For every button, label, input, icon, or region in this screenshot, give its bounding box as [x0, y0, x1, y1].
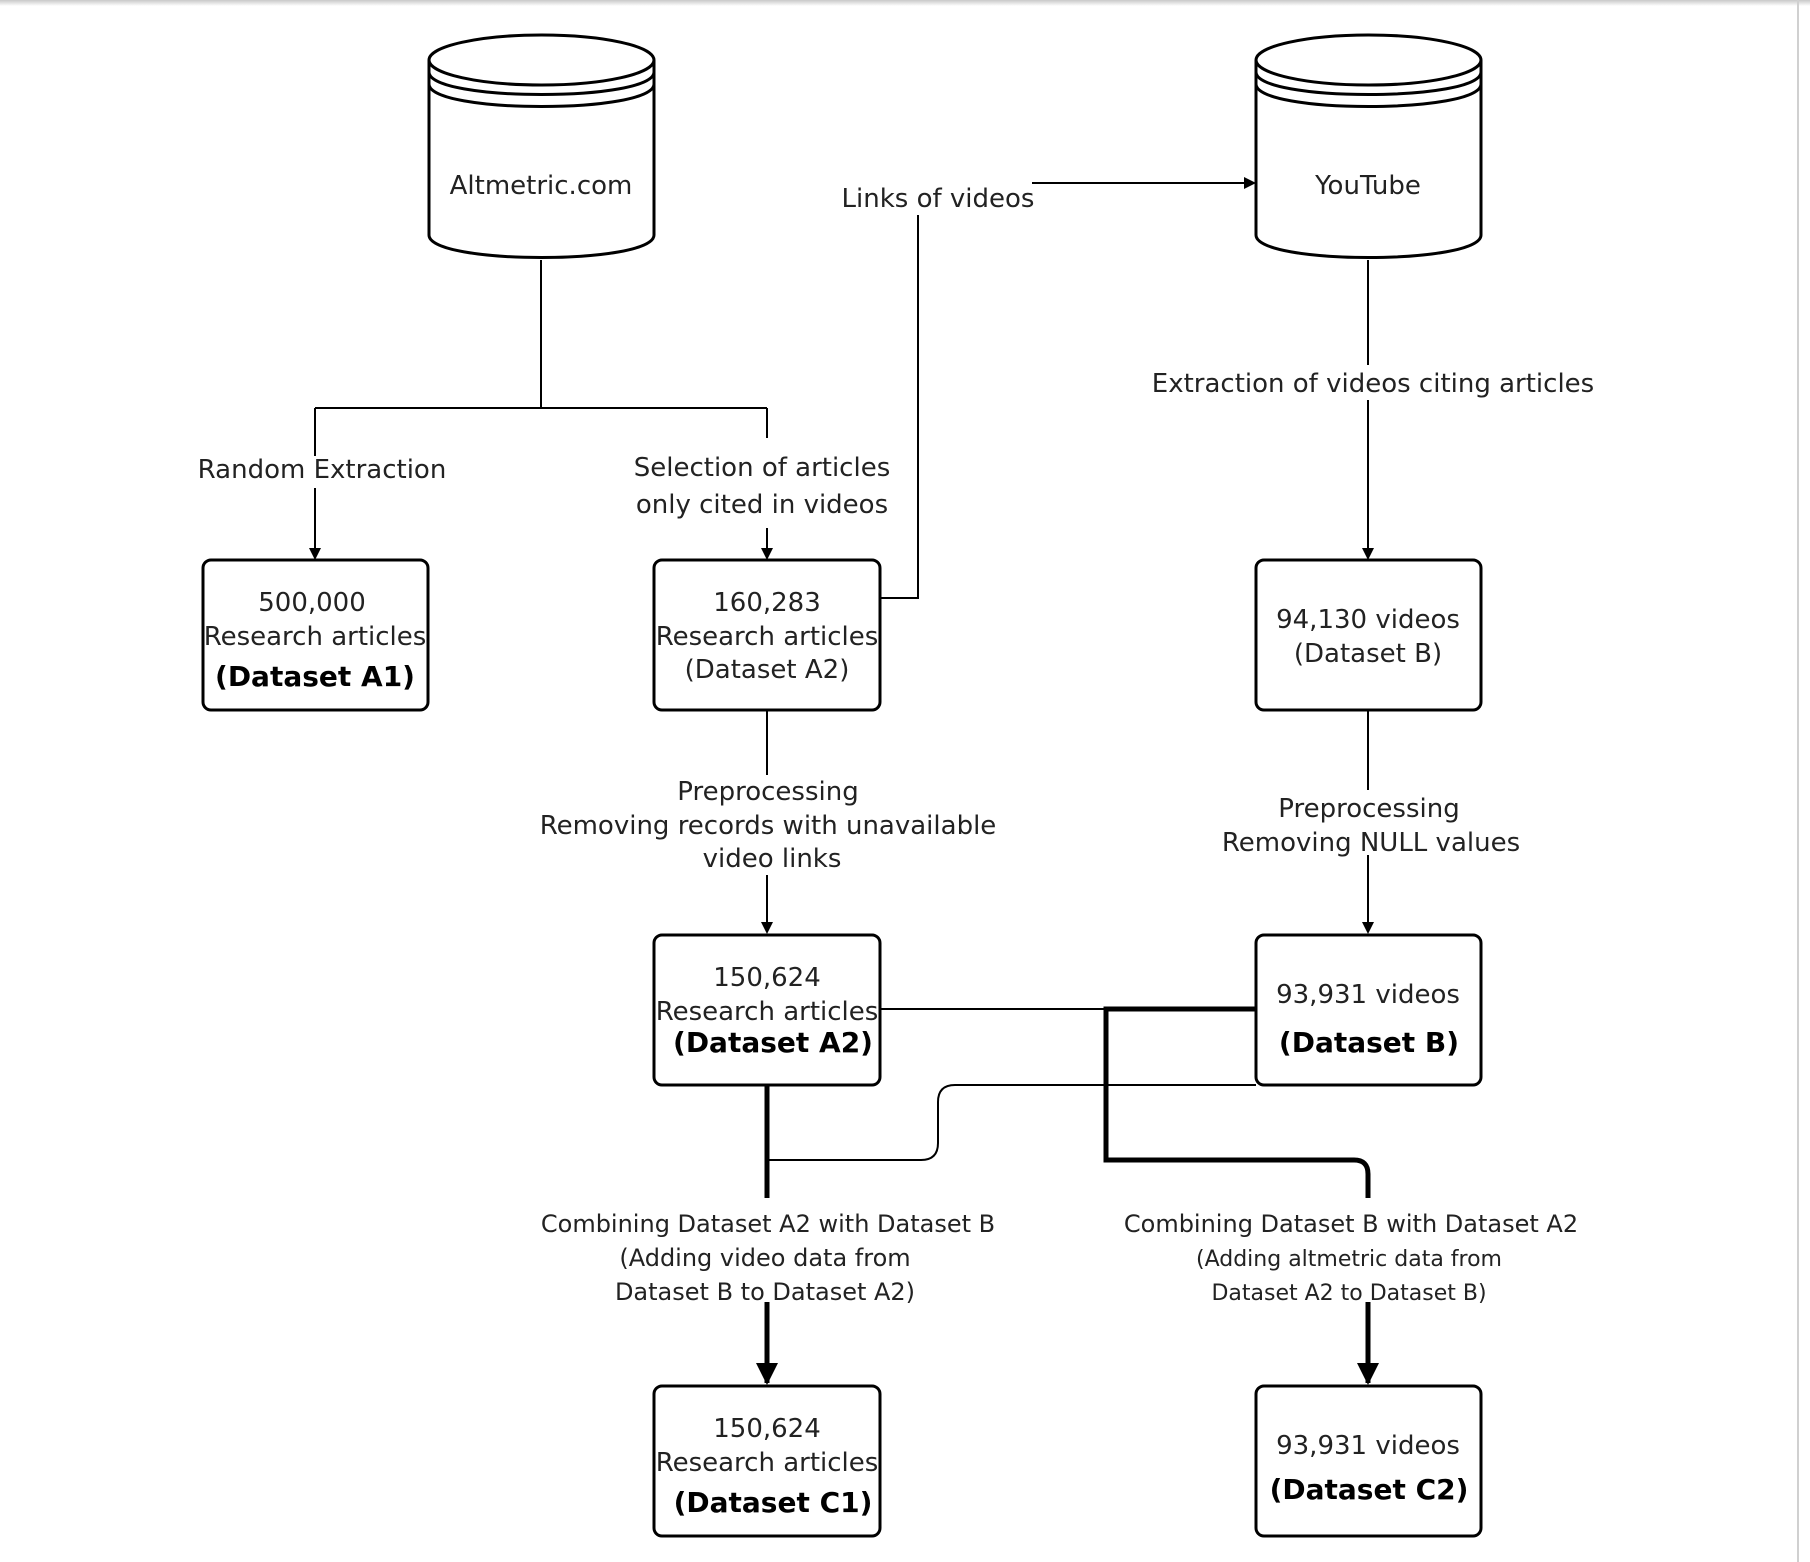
box-dataset-b: 93,931 videos (Dataset B) [1254, 933, 1483, 1087]
c2-count: 93,931 videos [1276, 1431, 1460, 1461]
a2-count: 150,624 [713, 963, 821, 993]
preprocess-a-line2: video links [703, 844, 842, 874]
combine-a-line2: (Adding video data from [619, 1244, 910, 1272]
window-top-shadow [0, 0, 1810, 6]
combine-a-line1: Combining Dataset A2 with Dataset B [541, 1210, 995, 1238]
c1-label: (Dataset C1) [674, 1486, 873, 1519]
b-label: (Dataset B) [1279, 1026, 1459, 1059]
selection-label-line2: only cited in videos [636, 490, 888, 520]
selection-label-line1: Selection of articles [634, 453, 891, 483]
altmetric-database: Altmetric.com [427, 33, 656, 259]
edge-labels: Links of videos Random Extraction Select… [198, 184, 1595, 1306]
a2-raw-label: (Dataset A2) [685, 655, 850, 685]
combine-a-line3: Dataset B to Dataset A2) [615, 1278, 915, 1306]
c2-label: (Dataset C2) [1270, 1473, 1469, 1506]
thin-connectors [309, 177, 1374, 1161]
window-right-border [1797, 0, 1799, 1562]
thick-connectors [756, 1006, 1379, 1385]
b-raw-label: (Dataset B) [1294, 639, 1442, 669]
altmetric-label: Altmetric.com [450, 171, 633, 201]
preprocess-a-title: Preprocessing [677, 777, 858, 807]
youtube-database: YouTube [1254, 33, 1483, 259]
links-of-videos-label: Links of videos [842, 184, 1035, 214]
c1-unit: Research articles [656, 1448, 879, 1478]
preprocess-b-line1: Removing NULL values [1222, 828, 1520, 858]
youtube-label: YouTube [1314, 171, 1421, 201]
box-dataset-a1: 500,000 Research articles (Dataset A1) [201, 558, 430, 712]
box-dataset-c1: 150,624 Research articles (Dataset C1) [652, 1384, 882, 1538]
preprocess-b-title: Preprocessing [1278, 794, 1459, 824]
a2-unit: Research articles [656, 997, 879, 1027]
preprocess-a-line1: Removing records with unavailable [540, 811, 997, 841]
a2-label: (Dataset A2) [673, 1026, 873, 1059]
box-dataset-c2: 93,931 videos (Dataset C2) [1254, 1384, 1483, 1538]
b-raw-count: 94,130 videos [1276, 605, 1460, 635]
box-dataset-b-raw: 94,130 videos (Dataset B) [1254, 558, 1483, 712]
combine-b-line3: Dataset A2 to Dataset B) [1211, 1281, 1486, 1306]
combine-b-line2: (Adding altmetric data from [1196, 1247, 1502, 1272]
b-count: 93,931 videos [1276, 980, 1460, 1010]
a1-count: 500,000 [258, 588, 366, 618]
box-dataset-a2: 150,624 Research articles (Dataset A2) [652, 933, 882, 1087]
a1-unit: Research articles [204, 622, 427, 652]
a2-raw-count: 160,283 [713, 588, 821, 618]
a1-label: (Dataset A1) [215, 660, 415, 693]
combine-b-line1: Combining Dataset B with Dataset A2 [1124, 1210, 1578, 1238]
box-dataset-a2-raw: 160,283 Research articles (Dataset A2) [652, 558, 882, 712]
random-extraction-label: Random Extraction [198, 455, 447, 485]
a2-raw-unit: Research articles [656, 622, 879, 652]
c1-count: 150,624 [713, 1414, 821, 1444]
extraction-youtube-label: Extraction of videos citing articles [1152, 369, 1594, 399]
